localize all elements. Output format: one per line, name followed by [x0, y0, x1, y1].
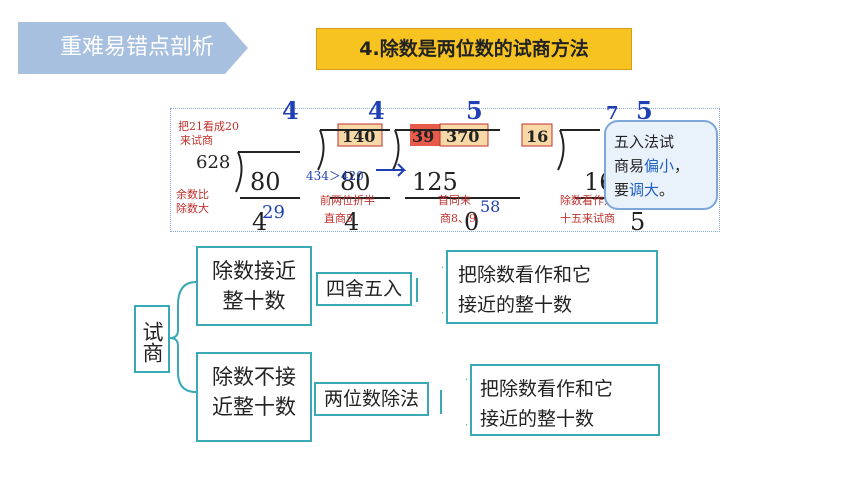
annotation: 除数大 [176, 201, 209, 215]
dividend: 39 [412, 127, 434, 146]
case2-box: 除数不接 近整十数 [196, 352, 312, 442]
case2-method: 两位数除法 [314, 382, 430, 416]
quotient-digit: 4 [368, 96, 385, 125]
annotation: 首同末 [438, 193, 471, 207]
bottom-digit: 0 [464, 208, 479, 236]
product: 125 [412, 168, 458, 196]
tip-line: 要调大。 [614, 181, 675, 199]
section-banner: 重难易错点剖析 [18, 22, 248, 74]
case2-result: 把除数看作和它 接近的整十数 [470, 364, 660, 436]
bottom-digit: 4 [344, 208, 359, 236]
remainder: 29 [262, 202, 285, 223]
annotation: 商8、9 [440, 211, 476, 225]
case1-line1: 除数接近 [212, 259, 296, 283]
highlight-word: 偏小 [644, 157, 675, 175]
worked-examples-area [170, 108, 720, 232]
case2-result-line2: 接近的整十数 [480, 408, 595, 430]
case2-result-line1: 把除数看作和它 [480, 378, 614, 400]
dividend: 16 [526, 127, 548, 146]
annotation: 434＞420 [306, 169, 364, 183]
quotient-digit: 4 [282, 96, 299, 125]
annotation: 直商5 [324, 211, 353, 225]
case1-result-line2: 接近的整十数 [458, 294, 573, 316]
annotation: 前两位折半 [320, 193, 375, 207]
product: 80 [340, 168, 371, 196]
annotation: 除数看作几 [560, 193, 615, 207]
dividend: 140 [342, 127, 375, 146]
bottom-digit: 5 [630, 208, 645, 236]
tip-bubble: 五入法试 商易偏小， 要调大。 [604, 120, 718, 210]
tip-line: 商易偏小， [614, 157, 690, 175]
product: 80 [250, 168, 281, 196]
highlight-word: 调大 [629, 181, 660, 199]
case1-result-line1: 把除数看作和它 [458, 264, 592, 286]
case1-line2: 整十数 [222, 289, 286, 313]
case2-line2: 近整十数 [212, 395, 296, 419]
dividend: 370 [446, 127, 479, 146]
annotation: 来试商 [180, 133, 213, 147]
quotient-digit: 5 [636, 96, 653, 125]
tip-line: 五入法试 [614, 133, 675, 151]
root-label: 试商 [134, 305, 170, 373]
case1-result: 把除数看作和它 接近的整十数 [446, 250, 658, 324]
bottom-digit: 4 [252, 208, 267, 236]
case2-line1: 除数不接 [212, 365, 296, 389]
lesson-heading: 4.除数是两位数的试商方法 [316, 28, 632, 70]
case1-method: 四舍五入 [316, 272, 413, 306]
quotient-digit: 7 [606, 103, 619, 124]
annotation: 十五来试商 [560, 211, 615, 225]
case1-box: 除数接近 整十数 [196, 246, 312, 326]
remainder: 58 [480, 197, 500, 216]
quotient-digit: 5 [466, 96, 483, 125]
annotation: 余数比 [176, 187, 209, 201]
dividend: 628 [196, 152, 230, 173]
annotation: 把21看成20 [178, 119, 239, 133]
